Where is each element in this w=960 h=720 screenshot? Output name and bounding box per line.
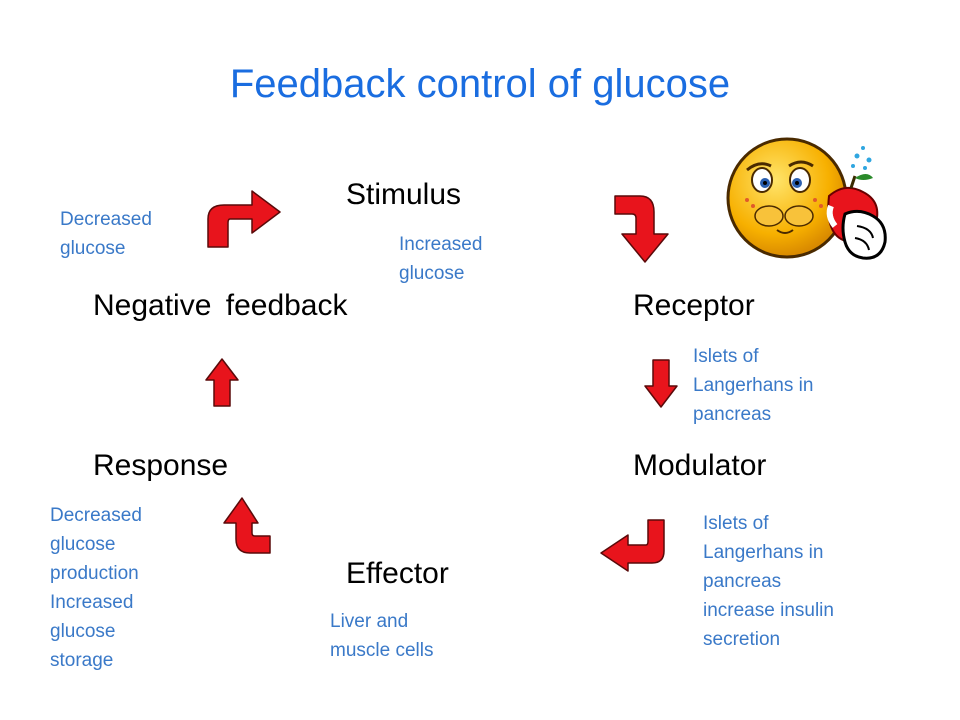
straight-arrow-icon: [205, 358, 239, 407]
note-line: Islets of: [693, 346, 759, 367]
note-line: Decreased: [60, 209, 152, 230]
note-line: glucose: [399, 263, 465, 284]
note-line: glucose: [50, 534, 116, 555]
diagram-title: Feedback control of glucose: [229, 62, 731, 106]
note-line: secretion: [703, 629, 781, 650]
note-line: increase insulin: [703, 600, 834, 621]
straight-arrow-icon: [644, 359, 678, 408]
curved-arrow-icon: [223, 497, 271, 554]
note-line: Islets of: [703, 513, 769, 534]
modulator-note: Islets of Langerhans in pancreas increas…: [703, 509, 834, 654]
effector-note: Liver and muscle cells: [330, 607, 433, 665]
note-line: production: [50, 563, 139, 584]
receptor-note: Islets of Langerhans in pancreas: [693, 342, 813, 429]
note-line: Langerhans in: [693, 375, 814, 396]
negative-feedback-note: Decreased glucose: [60, 205, 152, 263]
note-line: glucose: [50, 621, 116, 642]
effector-label: Effector: [346, 557, 449, 590]
note-line: Liver and: [330, 611, 409, 632]
sick-smiley-eating-apple-icon: [726, 137, 887, 260]
note-line: Decreased: [50, 505, 142, 526]
receptor-label: Receptor: [633, 289, 755, 322]
note-line: muscle cells: [330, 640, 434, 661]
note-line: storage: [50, 650, 114, 671]
note-line: pancreas: [703, 571, 782, 592]
response-label: Response: [93, 449, 229, 482]
stimulus-label: Stimulus: [346, 178, 462, 211]
note-line: Increased: [399, 234, 483, 255]
note-line: Increased: [50, 592, 134, 613]
curved-arrow-icon: [600, 519, 665, 572]
stimulus-note: Increased glucose: [399, 230, 482, 288]
curved-arrow-icon: [207, 190, 281, 248]
curved-arrow-icon: [614, 195, 669, 263]
negative-feedback-label: Negative feedback: [93, 289, 348, 322]
note-line: pancreas: [693, 404, 772, 425]
modulator-label: Modulator: [633, 449, 767, 482]
response-note: Decreased glucose production Increased g…: [50, 501, 142, 675]
note-line: glucose: [60, 238, 126, 259]
note-line: Langerhans in: [703, 542, 824, 563]
